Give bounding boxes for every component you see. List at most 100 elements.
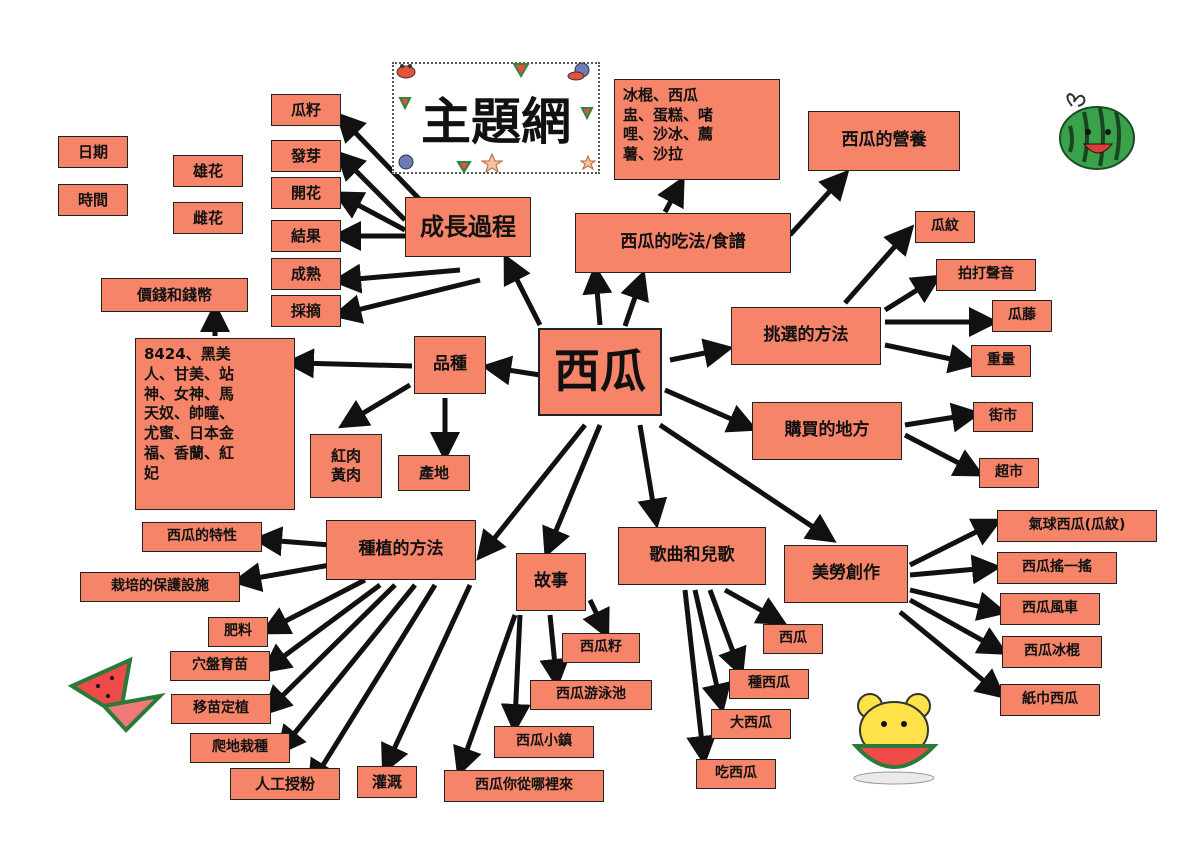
node-protect: 栽培的保護設施 [80,572,240,602]
bear-eating-watermelon-icon [851,693,939,785]
edge-arrow-12 [332,191,407,233]
node-male: 雄花 [173,155,243,187]
node-ar-ice: 西瓜冰棍 [1002,636,1102,668]
edge-arrow-23 [883,274,942,313]
edge-arrow-44 [908,518,1003,568]
node-vine: 瓜藤 [992,300,1052,332]
edge-arrow-34 [307,583,438,790]
node-choose: 挑選的方法 [731,307,881,365]
edge-arrow-20 [788,169,850,237]
edge-arrow-1 [582,264,613,326]
node-st-seed: 西瓜籽 [562,633,640,663]
node-art: 美勞創作 [784,545,908,603]
edge-arrow-36 [582,598,610,640]
edge-arrow-11 [335,150,407,222]
edge-arrow-30 [259,577,367,635]
edge-arrow-21 [657,175,685,214]
edge-arrow-18 [337,382,412,429]
edge-arrow-35 [381,583,473,775]
node-song: 歌曲和兒歌 [618,527,766,585]
node-ar-shake: 西瓜搖一搖 [997,552,1117,584]
map-title: 主題網 [421,93,571,151]
node-sg-eat: 吃西瓜 [696,759,776,789]
node-supermarket: 超市 [979,458,1039,488]
watermelon-face-icon [1059,92,1135,170]
edge-arrow-15 [331,277,481,324]
node-growth: 成長過程 [405,197,531,257]
crab-icon [396,64,416,79]
edge-arrow-47 [908,597,1009,655]
node-ground: 爬地栽種 [190,733,290,763]
edge-arrow-5 [481,355,541,386]
edge-arrow-26 [904,402,982,433]
node-time: 時間 [58,184,128,216]
node-origin: 產地 [398,455,470,491]
node-sg-melon: 西瓜 [763,624,823,654]
edge-arrow-32 [262,583,397,716]
node-pollinate: 人工授粉 [230,768,340,800]
edge-arrow-9 [542,424,603,558]
edge-arrow-3 [669,338,734,368]
edge-arrow-46 [909,587,1008,621]
edge-arrow-33 [276,583,417,756]
edge-arrow-14 [331,263,461,294]
node-pick: 採摘 [271,295,341,327]
center-node: 西瓜 [538,328,662,416]
edge-arrow-38 [500,614,531,734]
title-frame: 主題網 [392,62,600,174]
node-tray: 穴盤育苗 [170,651,270,681]
node-dishes: 冰棍、西瓜 盅、蛋糕、啫 哩、沙冰、薦 薯、沙拉 [614,79,780,180]
node-irrigate: 灌溉 [357,766,417,798]
edge-arrow-22 [843,224,915,305]
node-date: 日期 [58,136,128,168]
node-market: 街市 [973,402,1033,432]
node-st-pool: 西瓜游泳池 [530,680,652,710]
node-ripe: 成熟 [271,258,341,290]
edge-arrow-6 [658,422,837,543]
edge-arrow-40 [723,587,788,625]
node-feature: 西瓜的特性 [142,522,262,552]
edge-arrow-39 [453,614,518,778]
edge-arrow-29 [231,562,331,592]
node-buy: 購買的地方 [752,402,902,460]
title-decorations [396,62,597,174]
edge-arrow-41 [707,589,747,679]
edge-arrow-42 [692,589,732,714]
node-story: 故事 [516,553,586,611]
node-variety-list: 8424、黑美 人、甘美、站 神、女神、馬 天奴、帥瞳、 尤蜜、日本金 福、香蘭… [135,338,295,510]
node-tap: 拍打聲音 [936,259,1036,291]
edge-arrow-48 [898,610,1006,699]
node-eat: 西瓜的吃法/食譜 [575,213,791,273]
edge-arrow-8 [476,423,587,561]
node-ar-wind: 西瓜風車 [1000,593,1100,625]
edge-arrow-27 [903,432,985,477]
edge-arrow-10 [335,111,427,207]
edge-arrow-37 [539,614,570,689]
node-fruit: 結果 [271,220,341,252]
edge-arrow-0 [503,253,543,327]
node-nutrition: 西瓜的營養 [808,111,960,171]
edge-arrow-31 [260,582,382,674]
node-st-where: 西瓜你從哪裡來 [444,770,604,802]
node-fertilizer: 肥料 [208,617,268,647]
node-flesh: 紅肉 黃肉 [310,434,382,498]
node-plant: 種植的方法 [326,520,476,580]
edge-arrow-28 [252,526,331,557]
node-bloom: 開花 [271,177,341,209]
node-weight: 重量 [971,345,1031,377]
node-sg-big: 大西瓜 [711,709,791,739]
watermelon-slice-icon [68,656,166,733]
edge-arrow-43 [682,589,717,766]
edge-arrow-4 [663,387,758,433]
edge-arrow-25 [884,342,979,374]
node-female: 雌花 [173,202,243,234]
node-variety: 品種 [414,336,486,394]
edge-arrow-45 [909,554,1002,585]
node-transplant: 移苗定植 [171,694,271,724]
edge-arrow-17 [284,348,413,379]
edge-arrow-2 [620,269,649,327]
node-price: 價錢和錢幣 [101,278,248,312]
hermit-crab-icon [567,62,590,81]
node-ar-balloon: 氣球西瓜(瓜紋) [997,510,1157,542]
